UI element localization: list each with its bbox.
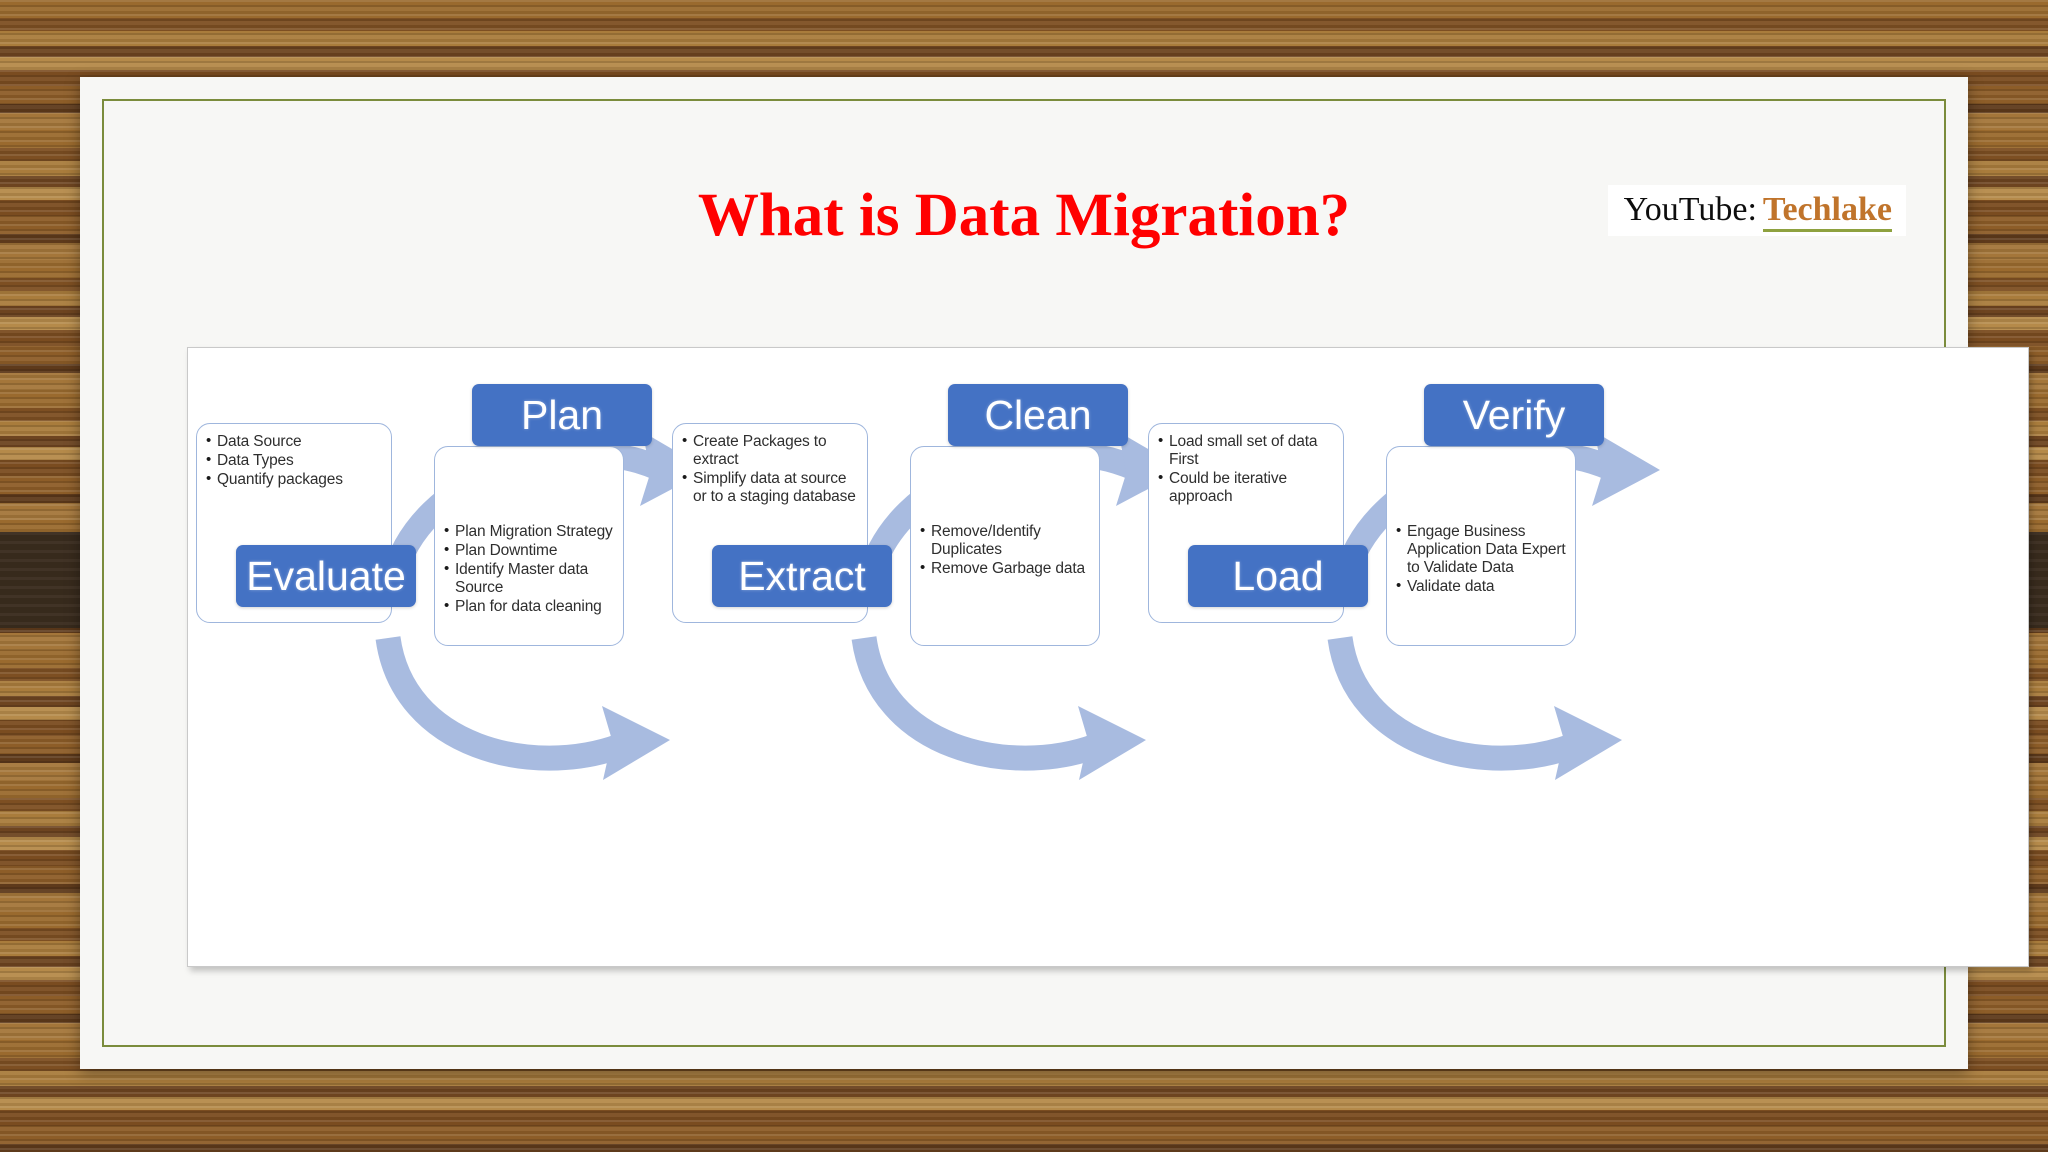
process-flow-diagram: Data Source Data Types Quantify packages… [188, 348, 2028, 966]
list-item: Quantify packages [206, 470, 385, 489]
stage-load-label[interactable]: Load [1188, 545, 1368, 607]
youtube-credit-prefix: YouTube: [1623, 191, 1757, 228]
list-item: Plan Migration Strategy [444, 522, 617, 541]
stage-verify-label[interactable]: Verify [1424, 384, 1604, 446]
list-item: Could be iterative approach [1158, 469, 1337, 506]
presentation-slide: What is Data Migration? YouTube:Techlake [80, 77, 2029, 1069]
arrow-clean-to-load [851, 635, 1146, 780]
page-title: What is Data Migration? [697, 182, 1351, 249]
stage-plan-label[interactable]: Plan [472, 384, 652, 446]
list-item: Plan for data cleaning [444, 597, 617, 616]
list-item: Data Types [206, 451, 385, 470]
stage-verify-card: Engage Business Application Data Expert … [1386, 446, 1576, 646]
stage-plan-card: Plan Migration Strategy Plan Downtime Id… [434, 446, 624, 646]
list-item: Simplify data at source or to a staging … [682, 469, 861, 506]
list-item: Remove/Identify Duplicates [920, 522, 1093, 559]
list-item: Load small set of data First [1158, 432, 1337, 469]
stage-extract-bullets: Create Packages to extract Simplify data… [682, 432, 861, 507]
stage-clean-label[interactable]: Clean [948, 384, 1128, 446]
stage-clean-card: Remove/Identify Duplicates Remove Garbag… [910, 446, 1100, 646]
diagram-content-frame: Data Source Data Types Quantify packages… [187, 347, 2029, 967]
youtube-channel-link[interactable]: Techlake [1762, 191, 1892, 232]
stage-evaluate-bullets: Data Source Data Types Quantify packages [206, 432, 385, 490]
list-item: Engage Business Application Data Expert … [1396, 522, 1569, 577]
stage-plan-bullets: Plan Migration Strategy Plan Downtime Id… [444, 522, 617, 617]
youtube-credit: YouTube:Techlake [1607, 185, 1906, 237]
stage-extract-label[interactable]: Extract [712, 545, 892, 607]
list-item: Identify Master data Source [444, 560, 617, 597]
stage-clean-bullets: Remove/Identify Duplicates Remove Garbag… [920, 522, 1093, 579]
arrow-load-down-stub [1327, 635, 1622, 780]
list-item: Validate data [1396, 577, 1569, 596]
list-item: Data Source [206, 432, 385, 451]
list-item: Plan Downtime [444, 541, 617, 560]
list-item: Remove Garbage data [920, 559, 1093, 578]
arrow-plan-to-extract [375, 635, 670, 780]
list-item: Create Packages to extract [682, 432, 861, 469]
stage-evaluate-label[interactable]: Evaluate [236, 545, 416, 607]
stage-load-bullets: Load small set of data First Could be it… [1158, 432, 1337, 507]
stage-verify-bullets: Engage Business Application Data Expert … [1396, 522, 1569, 597]
